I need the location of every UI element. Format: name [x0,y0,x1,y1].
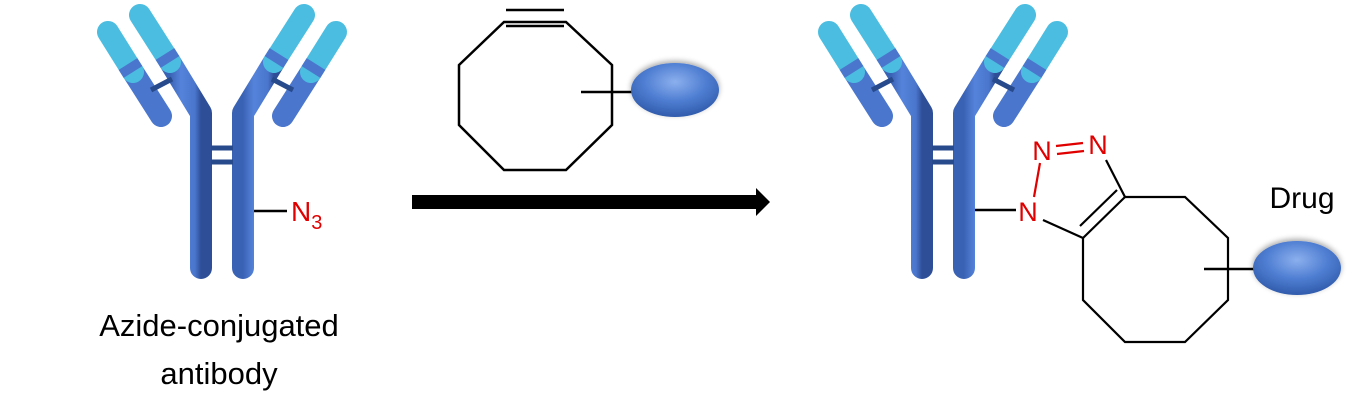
arrow-shaft [412,195,758,209]
triazole-n1-n2-bond [1032,162,1042,198]
triazole-n2-n3-bond-a [1055,141,1084,148]
triazole-n3-c4-bond [1105,159,1126,198]
cyclooctene-ring [1081,195,1230,344]
payload-ellipse-icon [631,63,719,117]
reaction-arrow [412,188,770,216]
triazole-n2-n3-bond-b [1056,149,1085,156]
drug-ellipse-icon [1253,241,1341,295]
product-adc: N N N Drug [829,15,1341,344]
antibody-label-line1: Azide-conjugated [99,308,339,343]
antibody-icon [829,15,1057,268]
azide-antibody: N3 [108,15,336,268]
triazole-c4-c5-bond [1082,196,1126,239]
antibody-icon [108,15,336,268]
cyclooctyne-reagent [457,8,719,172]
triazole-n1-c5-bond [1042,218,1084,240]
triazole-n1-label: N [1018,197,1038,227]
cyclooctyne-ring [457,20,614,172]
azide-label: N3 [291,196,322,234]
arrow-head-icon [756,188,770,216]
triazole-n3-label: N [1088,130,1108,160]
triazole-n2-label: N [1032,136,1052,166]
drug-label: Drug [1269,182,1334,215]
triazole-c4-c5-double [1079,189,1118,227]
antibody-label-line2: antibody [160,356,278,391]
